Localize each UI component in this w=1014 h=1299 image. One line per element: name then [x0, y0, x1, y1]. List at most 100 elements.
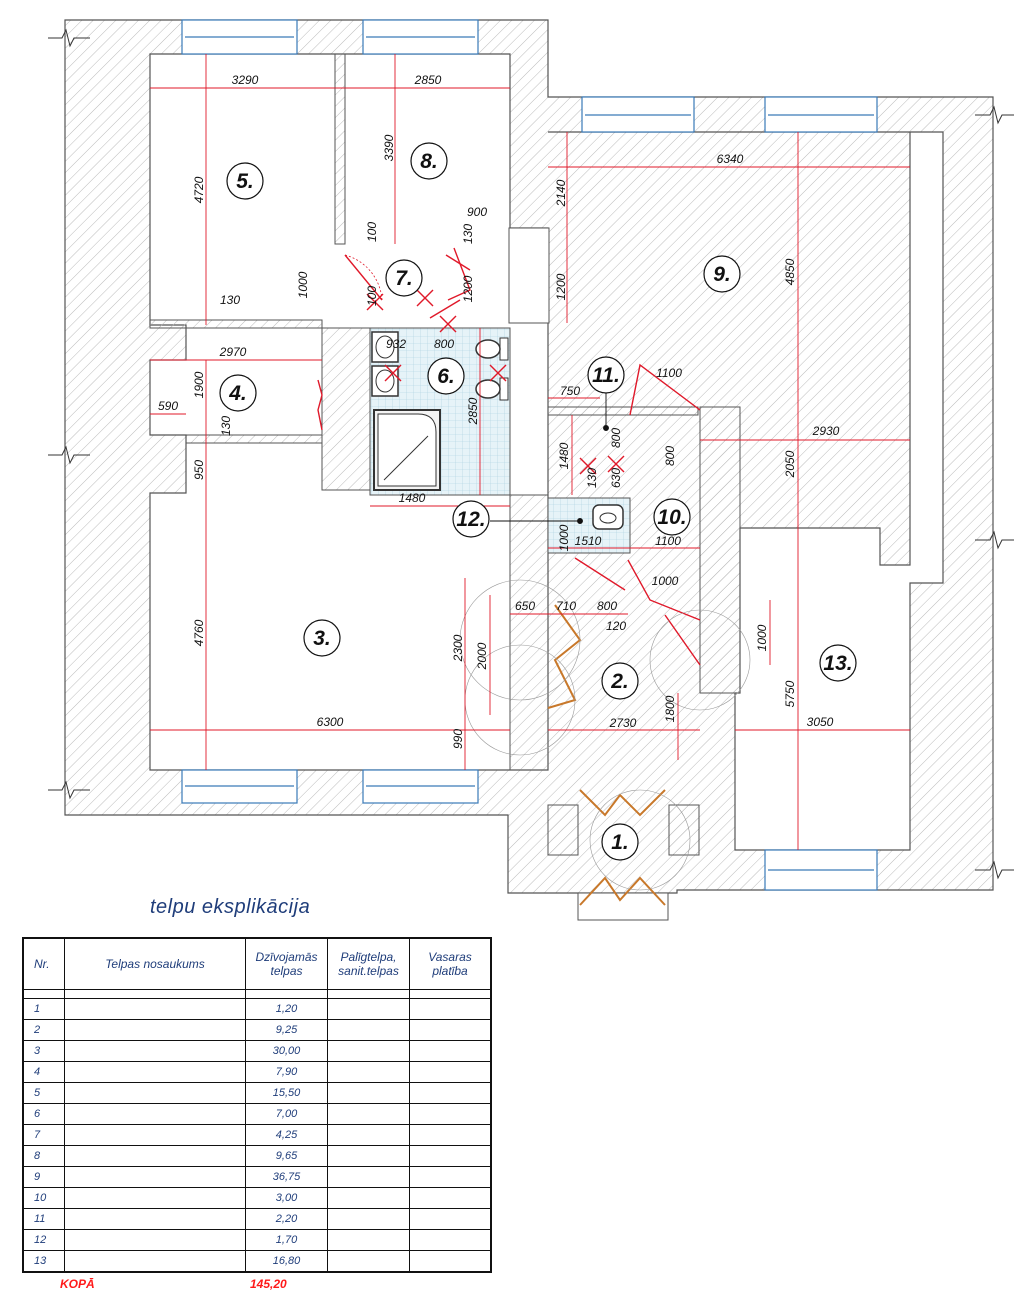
room-marker-4 — [219, 374, 257, 412]
row-name — [64, 1103, 246, 1125]
dimension-590: 590 — [158, 399, 178, 413]
dimension-4720: 4720 — [192, 176, 206, 203]
dimension-lines — [150, 54, 910, 850]
leader-lines — [490, 392, 609, 524]
row-nr: 3 — [22, 1040, 65, 1062]
header-living: Dzīvojamās telpas — [245, 937, 328, 990]
room-label-10: 10. — [657, 506, 686, 529]
table-spacer-row — [22, 989, 492, 999]
dimension-2300: 2300 — [451, 634, 465, 662]
dimension-1000: 1000 — [557, 524, 571, 551]
row-auxiliary — [327, 1208, 410, 1230]
row-living-area: 7,90 — [245, 1061, 328, 1083]
row-living-area: 4,25 — [245, 1124, 328, 1146]
row-name — [64, 998, 246, 1020]
row-name — [64, 1229, 246, 1251]
dimension-1480: 1480 — [557, 442, 571, 469]
row-auxiliary — [327, 1250, 410, 1273]
row-summer — [409, 1124, 492, 1146]
dimension-900: 900 — [467, 205, 487, 219]
dimension-650: 650 — [515, 599, 535, 613]
row-auxiliary — [327, 1040, 410, 1062]
demolition-marks — [366, 289, 625, 475]
row-living-area: 16,80 — [245, 1250, 328, 1273]
row-auxiliary — [327, 1166, 410, 1188]
room-label-9: 9. — [713, 263, 731, 286]
dimension-3390: 3390 — [382, 134, 396, 161]
dimension-1100: 1100 — [656, 366, 682, 380]
break-marks — [48, 28, 1014, 880]
header-name: Telpas nosaukums — [64, 937, 246, 990]
room-label-6: 6. — [437, 365, 455, 388]
row-auxiliary — [327, 1019, 410, 1041]
dimension-800: 800 — [663, 446, 677, 466]
room-label-13: 13. — [823, 652, 852, 675]
row-auxiliary — [327, 1103, 410, 1125]
dimension-1000: 1000 — [652, 574, 679, 588]
row-name — [64, 1124, 246, 1146]
row-name — [64, 1061, 246, 1083]
row-summer — [409, 1208, 492, 1230]
row-auxiliary — [327, 1187, 410, 1209]
dimension-6300: 6300 — [317, 715, 344, 729]
row-auxiliary — [327, 1124, 410, 1146]
row-nr: 12 — [22, 1229, 65, 1251]
dimension-2930: 2930 — [812, 424, 840, 438]
row-living-area: 9,25 — [245, 1019, 328, 1041]
header-auxiliary: Palīgtelpa, sanit.telpas — [327, 937, 410, 990]
dimension-2140: 2140 — [554, 179, 568, 207]
row-name — [64, 1019, 246, 1041]
row-living-area: 7,00 — [245, 1103, 328, 1125]
dimension-2850: 2850 — [466, 397, 480, 425]
doors — [317, 247, 701, 906]
row-nr: 11 — [22, 1208, 65, 1230]
dimension-100: 100 — [365, 286, 379, 306]
room-label-7: 7. — [395, 267, 413, 290]
dimension-100: 100 — [365, 222, 379, 242]
row-nr: 13 — [22, 1250, 65, 1273]
row-living-area: 15,50 — [245, 1082, 328, 1104]
dimension-800: 800 — [597, 599, 617, 613]
row-living-area: 1,70 — [245, 1229, 328, 1251]
total-value: 145,20 — [250, 1277, 287, 1291]
row-auxiliary — [327, 998, 410, 1020]
row-summer — [409, 1103, 492, 1125]
dimension-2970: 2970 — [219, 345, 247, 359]
row-auxiliary — [327, 1061, 410, 1083]
room-marker-13 — [819, 644, 857, 682]
dimension-4760: 4760 — [192, 619, 206, 646]
row-summer — [409, 1040, 492, 1062]
row-summer — [409, 1061, 492, 1083]
dimension-1100: 1100 — [655, 534, 681, 548]
explication-table: Nr. Telpas nosaukums Dzīvojamās telpas P… — [22, 937, 492, 1273]
row-nr: 8 — [22, 1145, 65, 1167]
total-label: KOPĀ — [60, 1277, 95, 1291]
row-nr: 4 — [22, 1061, 65, 1083]
row-summer — [409, 1250, 492, 1273]
row-name — [64, 1187, 246, 1209]
dimension-800: 800 — [434, 337, 454, 351]
dimension-130: 130 — [219, 416, 233, 436]
room-marker-8 — [410, 142, 448, 180]
row-summer — [409, 1019, 492, 1041]
row-summer — [409, 1082, 492, 1104]
dimension-710: 710 — [556, 599, 576, 613]
row-nr: 2 — [22, 1019, 65, 1041]
room-label-3: 3. — [313, 627, 331, 650]
row-auxiliary — [327, 1145, 410, 1167]
room-marker-9 — [703, 255, 741, 293]
dimension-1900: 1900 — [192, 371, 206, 398]
row-nr: 6 — [22, 1103, 65, 1125]
dimension-1480: 1480 — [399, 491, 426, 505]
header-summer: Vasaras platība — [409, 937, 492, 990]
windows — [181, 19, 878, 891]
